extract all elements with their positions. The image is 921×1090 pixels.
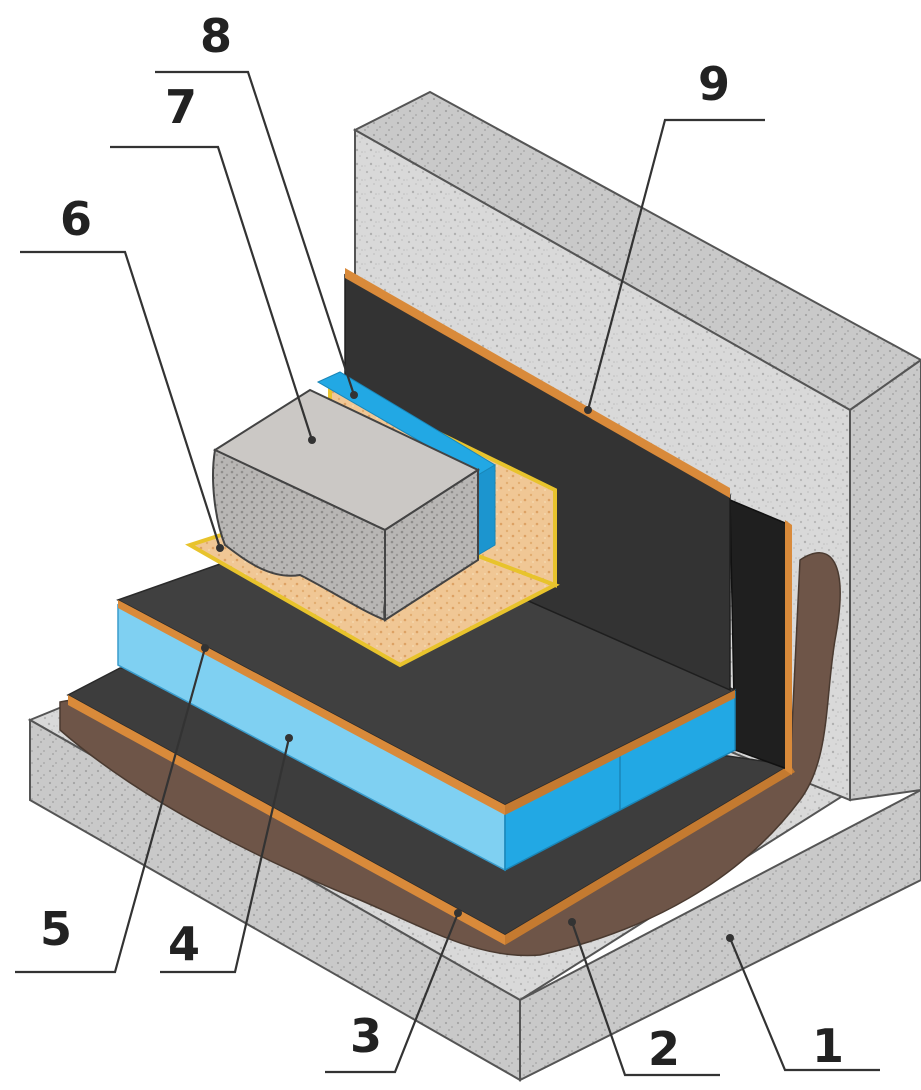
callout-9-label: 9 (698, 57, 730, 111)
callout-3-leader (325, 912, 460, 1074)
callout-labels: 1 2 3 4 5 6 7 8 9 (40, 9, 844, 1076)
callout-5-label: 5 (40, 902, 72, 956)
callout-8-label: 8 (200, 9, 232, 63)
callout-2-leader (570, 921, 720, 1077)
callout-9-leader (586, 118, 765, 411)
callout-1-label: 1 (812, 1019, 844, 1073)
callout-6-label: 6 (60, 192, 92, 246)
callout-8-leader (155, 70, 356, 396)
callout-1-leader (728, 937, 880, 1072)
callout-5-leader (15, 647, 207, 974)
drainage-strip (316, 371, 496, 556)
callout-3-label: 3 (350, 1009, 382, 1063)
callout-7-leader (110, 145, 314, 441)
callout-7-label: 7 (165, 80, 197, 134)
callout-6-leader (20, 250, 222, 549)
leaders (15, 70, 880, 1077)
ballast-block (212, 388, 481, 622)
callout-4-leader (160, 737, 291, 974)
callout-4-label: 4 (168, 917, 200, 971)
callout-2-label: 2 (648, 1022, 680, 1076)
